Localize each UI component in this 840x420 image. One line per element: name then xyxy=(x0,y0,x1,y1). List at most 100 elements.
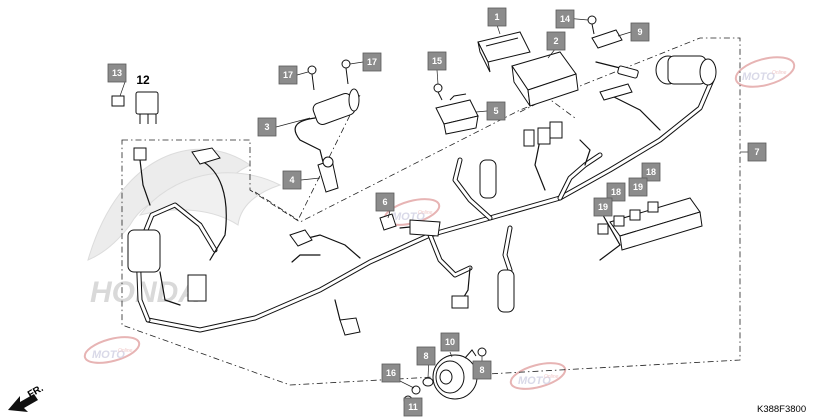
callout-17b: 17 xyxy=(362,52,382,72)
connector-upper-3 xyxy=(549,121,563,139)
bolt-15 xyxy=(433,83,443,101)
moto-logo-watermark-4: MOTO Online xyxy=(509,362,567,390)
lower-mid-connector xyxy=(451,295,469,309)
svg-text:11: 11 xyxy=(408,402,418,412)
connector-upper-2 xyxy=(537,127,551,145)
svg-text:16: 16 xyxy=(386,368,396,378)
spark-plug-cap-wire xyxy=(599,83,633,101)
front-direction-label: FR. xyxy=(26,383,46,401)
connector-upper-1 xyxy=(523,129,535,147)
connector-left-top xyxy=(133,147,147,161)
honda-watermark-text: HONDA xyxy=(90,276,200,309)
callout-16: 16 xyxy=(381,363,401,383)
svg-text:1: 1 xyxy=(494,12,499,22)
svg-text:2: 2 xyxy=(553,36,558,46)
bolt-16 xyxy=(411,385,421,395)
callout-1: 1 xyxy=(487,7,507,27)
callout-8b: 8 xyxy=(472,360,492,380)
part-6-relay xyxy=(379,213,397,231)
svg-text:4: 4 xyxy=(289,175,294,185)
svg-text:17: 17 xyxy=(367,57,377,67)
harness-branches xyxy=(127,83,661,336)
lower-connector xyxy=(339,317,361,336)
connector-left-coupler xyxy=(191,147,221,165)
moto-logo-text-4: MOTO xyxy=(518,375,551,387)
callout-13: 13 xyxy=(107,63,127,83)
callout-14: 14 xyxy=(555,9,575,29)
callout-7: 7 xyxy=(747,142,767,162)
callout-6: 6 xyxy=(375,192,395,212)
part-5-regulator xyxy=(435,93,479,135)
svg-text:5: 5 xyxy=(493,106,498,116)
svg-text:19: 19 xyxy=(633,182,643,192)
callout-15: 15 xyxy=(427,51,447,71)
callout-10: 10 xyxy=(440,332,460,352)
svg-text:18: 18 xyxy=(611,187,621,197)
part-1-cover xyxy=(477,31,531,73)
moto-logo-text-3: MOTO xyxy=(92,349,125,361)
moto-logo-sub-2: Online xyxy=(418,210,433,216)
callout-4: 4 xyxy=(282,170,302,190)
moto-logo-watermark-1: MOTO Online xyxy=(734,56,796,88)
svg-text:7: 7 xyxy=(754,147,759,157)
moto-logo-sub-1: Online xyxy=(772,70,787,76)
part-13-cover xyxy=(111,95,125,107)
bolt-17a xyxy=(307,65,317,91)
bolt-17b xyxy=(341,59,351,85)
mid-capacitor-upper xyxy=(479,159,497,199)
main-wire-harness xyxy=(135,77,715,333)
moto-logo-watermark-3: MOTO Online xyxy=(83,336,141,364)
front-direction-arrow: FR. xyxy=(8,383,46,412)
right-coil xyxy=(655,55,717,86)
part-12-relay xyxy=(135,91,159,124)
svg-text:3: 3 xyxy=(264,122,269,132)
callout-2: 2 xyxy=(546,31,566,51)
callout-5: 5 xyxy=(486,101,506,121)
diagram-code: K388F3800 xyxy=(757,404,806,415)
mid-capacitor-lower xyxy=(497,269,515,313)
honda-watermark: HONDA xyxy=(87,148,282,309)
svg-text:15: 15 xyxy=(432,56,442,66)
part-10-horn xyxy=(432,349,478,400)
moto-logo-sub-4: Online xyxy=(544,374,559,380)
part-2-control-unit xyxy=(511,51,579,107)
moto-logo-sub-3: Online xyxy=(118,348,133,354)
left-connector-block xyxy=(187,274,207,302)
part-9-bracket xyxy=(591,29,639,79)
callout-18a: 18 xyxy=(606,182,626,202)
fuse-19b xyxy=(629,209,641,221)
svg-text:8: 8 xyxy=(423,351,428,361)
fuse-box xyxy=(597,197,703,251)
callout-9: 9 xyxy=(630,22,650,42)
svg-text:8: 8 xyxy=(479,365,484,375)
svg-text:10: 10 xyxy=(445,337,455,347)
svg-text:17: 17 xyxy=(283,70,293,80)
svg-text:18: 18 xyxy=(646,167,656,177)
callout-19a: 19 xyxy=(593,197,613,217)
svg-text:6: 6 xyxy=(382,197,387,207)
screw-14 xyxy=(587,15,597,35)
part-3-ignition-coil xyxy=(294,88,360,171)
callout-18b: 18 xyxy=(641,162,661,182)
svg-text:14: 14 xyxy=(560,14,570,24)
harness-clamp xyxy=(409,219,441,237)
callout-11: 11 xyxy=(403,397,423,417)
part-4-plug-cap xyxy=(317,156,339,193)
washer-8a xyxy=(422,377,434,387)
nut-8b xyxy=(477,347,487,357)
coil-group-frame xyxy=(254,94,361,221)
moto-logo-text-1: MOTO xyxy=(742,71,775,83)
label-12: 12 xyxy=(136,73,150,87)
fuse-19a xyxy=(597,223,609,235)
callout-3: 3 xyxy=(257,117,277,137)
ground-terminal xyxy=(289,229,313,247)
left-capacitor xyxy=(127,229,161,273)
callout-19b: 19 xyxy=(628,177,648,197)
fuse-18b xyxy=(647,201,659,213)
harness-group-frame xyxy=(121,37,741,386)
svg-text:19: 19 xyxy=(598,202,608,212)
fuse-18a xyxy=(613,215,625,227)
svg-text:9: 9 xyxy=(637,27,642,37)
callout-17a: 17 xyxy=(278,65,298,85)
